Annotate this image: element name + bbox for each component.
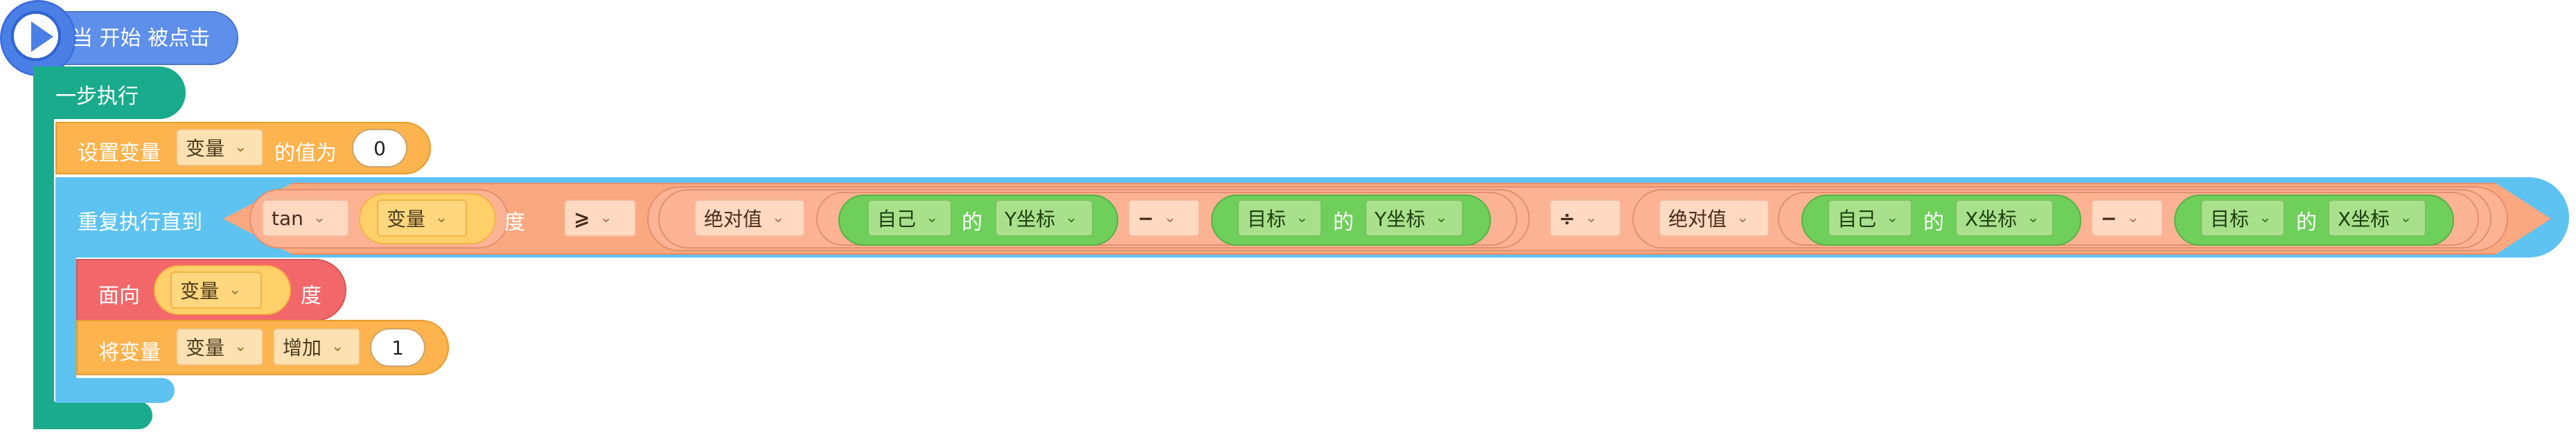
minus-operator-dropdown[interactable]: − ⌄ bbox=[2091, 199, 2163, 237]
set-value-label: 的值为 bbox=[274, 141, 337, 165]
chevron-down-icon: ⌄ bbox=[599, 209, 612, 226]
self-x-property-dropdown[interactable]: X坐标 ⌄ bbox=[1955, 199, 2054, 237]
target-x-object-dropdown[interactable]: 目标 ⌄ bbox=[2200, 199, 2285, 237]
step-block[interactable] bbox=[33, 66, 186, 119]
repeat-until-label: 重复执行直到 bbox=[78, 210, 202, 235]
chevron-down-icon: ⌄ bbox=[1296, 209, 1309, 226]
chevron-down-icon: ⌄ bbox=[229, 281, 242, 298]
tan-variable-name: 变量 bbox=[387, 208, 426, 231]
set-variable-dropdown[interactable]: 变量 ⌄ bbox=[176, 129, 263, 166]
face-direction-label: 面向 bbox=[98, 284, 140, 308]
step-block-arm bbox=[33, 111, 54, 415]
step-block-foot bbox=[33, 402, 152, 429]
abs-y-name: 绝对值 bbox=[704, 208, 763, 231]
compare-operator: ⩾ bbox=[574, 206, 590, 230]
change-operation: 增加 bbox=[283, 336, 322, 359]
set-value-input[interactable]: 0 bbox=[352, 129, 407, 168]
chevron-down-icon: ⌄ bbox=[2399, 209, 2412, 226]
chevron-down-icon: ⌄ bbox=[2259, 209, 2272, 226]
abs-x-dropdown[interactable]: 绝对值 ⌄ bbox=[1659, 199, 1770, 237]
chevron-down-icon: ⌄ bbox=[2027, 209, 2040, 226]
self-x-property: X坐标 bbox=[1965, 208, 2018, 231]
step-block-label: 一步执行 bbox=[55, 84, 139, 109]
chevron-down-icon: ⌄ bbox=[234, 138, 247, 156]
chevron-down-icon: ⌄ bbox=[234, 338, 247, 355]
change-variable-name: 变量 bbox=[186, 336, 225, 359]
tan-function-dropdown[interactable]: tan ⌄ bbox=[262, 199, 349, 237]
self-y-object: 自己 bbox=[877, 208, 917, 231]
chevron-down-icon: ⌄ bbox=[1065, 209, 1078, 226]
divide-operator: ÷ bbox=[1559, 206, 1576, 230]
chevron-down-icon: ⌄ bbox=[1736, 209, 1749, 226]
chevron-down-icon: ⌄ bbox=[312, 209, 326, 226]
minus-operator: − bbox=[1138, 206, 1154, 230]
face-unit-label: 度 bbox=[301, 284, 321, 308]
self-x-object-dropdown[interactable]: 自己 ⌄ bbox=[1828, 199, 1912, 237]
chevron-down-icon: ⌄ bbox=[2126, 209, 2140, 226]
chevron-down-icon: ⌄ bbox=[926, 209, 939, 226]
face-variable-name: 变量 bbox=[180, 280, 220, 303]
minus-operator: − bbox=[2101, 206, 2117, 230]
target-x-property-dropdown[interactable]: X坐标 ⌄ bbox=[2328, 199, 2426, 237]
target-x-object: 目标 bbox=[2210, 208, 2250, 231]
target-y-object-dropdown[interactable]: 目标 ⌄ bbox=[1237, 199, 1322, 237]
abs-x-name: 绝对值 bbox=[1668, 208, 1727, 231]
target-x-property: X坐标 bbox=[2338, 208, 2390, 231]
target-y-property-dropdown[interactable]: Y坐标 ⌄ bbox=[1365, 199, 1463, 237]
start-hat-label: 当 开始 被点击 bbox=[72, 26, 211, 51]
change-variable-label: 将变量 bbox=[98, 341, 161, 365]
chevron-down-icon: ⌄ bbox=[1886, 209, 1899, 226]
abs-y-dropdown[interactable]: 绝对值 ⌄ bbox=[694, 199, 805, 237]
play-icon bbox=[31, 21, 53, 52]
self-y-object-dropdown[interactable]: 自己 ⌄ bbox=[867, 199, 952, 237]
chevron-down-icon: ⌄ bbox=[1585, 209, 1598, 226]
of-label: 的 bbox=[1333, 210, 1354, 235]
change-value-input[interactable]: 1 bbox=[370, 328, 425, 367]
of-label: 的 bbox=[1923, 210, 1944, 235]
degree-label: 度 bbox=[504, 210, 525, 235]
self-y-property: Y坐标 bbox=[1005, 208, 1056, 231]
chevron-down-icon: ⌄ bbox=[435, 209, 448, 226]
face-variable-dropdown[interactable]: 变量 ⌄ bbox=[170, 271, 262, 309]
chevron-down-icon: ⌄ bbox=[1163, 209, 1176, 226]
repeat-block-foot bbox=[55, 378, 175, 403]
repeat-block-arm bbox=[55, 249, 76, 385]
change-operation-dropdown[interactable]: 增加 ⌄ bbox=[273, 328, 360, 366]
self-y-property-dropdown[interactable]: Y坐标 ⌄ bbox=[995, 199, 1093, 237]
tan-variable-dropdown[interactable]: 变量 ⌄ bbox=[377, 199, 467, 237]
tan-function-name: tan bbox=[272, 206, 303, 230]
target-y-object: 目标 bbox=[1247, 208, 1287, 231]
minus-operator-dropdown[interactable]: − ⌄ bbox=[1128, 199, 1200, 237]
of-label: 的 bbox=[962, 210, 982, 235]
chevron-down-icon: ⌄ bbox=[1435, 209, 1448, 226]
chevron-down-icon: ⌄ bbox=[772, 209, 785, 226]
chevron-down-icon: ⌄ bbox=[331, 338, 344, 355]
set-variable-name: 变量 bbox=[186, 137, 225, 160]
target-y-property: Y坐标 bbox=[1375, 208, 1426, 231]
compare-operator-dropdown[interactable]: ⩾ ⌄ bbox=[564, 199, 636, 237]
self-x-object: 自己 bbox=[1837, 208, 1877, 231]
change-variable-dropdown[interactable]: 变量 ⌄ bbox=[176, 328, 263, 366]
of-label: 的 bbox=[2296, 210, 2317, 235]
divide-operator-dropdown[interactable]: ÷ ⌄ bbox=[1549, 199, 1621, 237]
set-variable-label: 设置变量 bbox=[78, 141, 161, 165]
